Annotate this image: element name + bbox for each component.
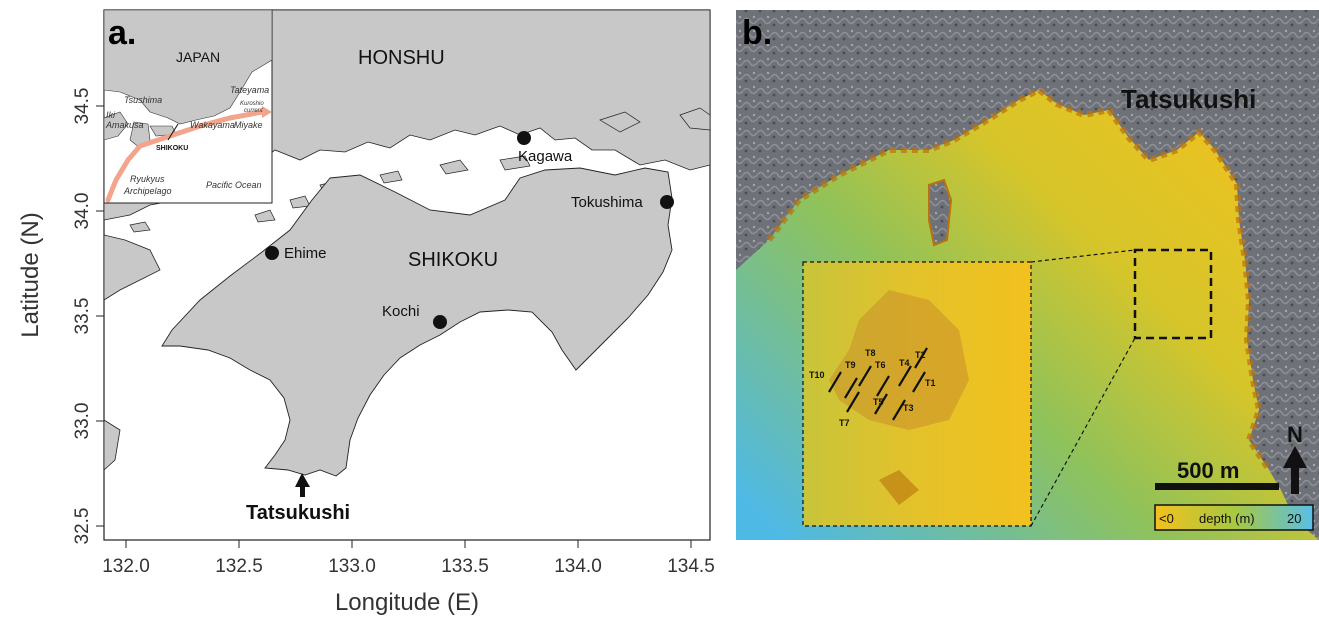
depth-legend-label: depth (m) bbox=[1199, 511, 1255, 526]
panel-a-map: HONSHU SHIKOKU Kagawa Tokushima Ehime Ko… bbox=[17, 9, 715, 616]
inset-wakayama-label: Wakayama bbox=[190, 120, 235, 130]
y-tick-label: 33.0 bbox=[72, 403, 93, 440]
north-label: N bbox=[1287, 422, 1303, 447]
transect-label: T7 bbox=[839, 418, 850, 428]
inset-miyake-label: Miyake bbox=[234, 120, 263, 130]
inset-kuroshio-label: Kuroshio bbox=[240, 101, 264, 107]
island bbox=[439, 159, 469, 175]
tatsukushi-place-label: Tatsukushi bbox=[1121, 84, 1256, 114]
inset-shikoku-label: SHIKOKU bbox=[156, 145, 188, 152]
island bbox=[254, 209, 276, 223]
transect-label: T8 bbox=[865, 348, 876, 358]
y-axis: 32.5 33.0 33.5 34.0 34.5 Latitude (N) bbox=[17, 88, 104, 545]
kagawa-label: Kagawa bbox=[518, 148, 573, 165]
x-tick-label: 132.0 bbox=[102, 556, 150, 577]
ehime-label: Ehime bbox=[284, 245, 327, 262]
island bbox=[129, 221, 151, 233]
selection-box bbox=[1133, 248, 1213, 340]
inset-japan-label: JAPAN bbox=[176, 49, 220, 65]
tokushima-marker bbox=[660, 195, 674, 209]
kochi-marker bbox=[433, 315, 447, 329]
transect-label: T2 bbox=[915, 350, 926, 360]
transect-label: T9 bbox=[845, 360, 856, 370]
y-axis-title: Latitude (N) bbox=[17, 212, 44, 337]
inset-current-label: current bbox=[244, 108, 263, 114]
honshu-label: HONSHU bbox=[358, 47, 445, 69]
panel-b-bathymetry: T10 T9 T8 T6 T4 T2 T1 T5 T3 T7 Tatsukush… bbox=[736, 10, 1319, 540]
ehime-marker bbox=[265, 246, 279, 260]
scale-bar bbox=[1155, 483, 1279, 490]
y-tick-label: 32.5 bbox=[72, 508, 93, 545]
tokushima-label: Tokushima bbox=[571, 194, 643, 211]
x-tick-label: 132.5 bbox=[215, 556, 263, 577]
y-tick-label: 34.0 bbox=[72, 193, 93, 230]
x-tick-label: 133.5 bbox=[441, 556, 489, 577]
scale-label: 500 m bbox=[1177, 458, 1239, 483]
island bbox=[499, 155, 531, 171]
island bbox=[379, 170, 403, 184]
panel-a-letter: a. bbox=[108, 14, 136, 52]
inset-ryukyus-label: Ryukyus bbox=[130, 174, 165, 184]
y-tick-label: 33.5 bbox=[72, 298, 93, 335]
kuroshio-current-path bbox=[105, 109, 265, 203]
inset-pacific-label: Pacific Ocean bbox=[206, 180, 262, 190]
depth-legend-max: 20 bbox=[1287, 511, 1301, 526]
kyushu-landmass bbox=[104, 234, 161, 301]
inset-amakusa-label: Amakusa bbox=[105, 120, 144, 130]
zoom-reef bbox=[879, 470, 919, 505]
bay-island bbox=[928, 178, 953, 247]
x-tick-label: 134.0 bbox=[554, 556, 602, 577]
zoom-reef bbox=[829, 290, 969, 430]
inset-tateyama-label: Tateyama bbox=[230, 85, 269, 95]
site-label: Tatsukushi bbox=[246, 502, 350, 524]
transect-label: T1 bbox=[925, 378, 936, 388]
x-tick-label: 133.0 bbox=[328, 556, 376, 577]
depth-legend-min: <0 bbox=[1159, 511, 1174, 526]
panel-b-letter: b. bbox=[742, 14, 772, 52]
transect-label: T5 bbox=[873, 397, 884, 407]
transect-label: T10 bbox=[809, 370, 825, 380]
inset-map: JAPAN Tsushima Iki Amakusa Tateyama Kuro… bbox=[103, 9, 273, 204]
y-tick-label: 34.5 bbox=[72, 88, 93, 125]
inset-pointer-icon bbox=[167, 123, 179, 141]
transect-label: T3 bbox=[903, 403, 914, 413]
kyushu-landmass bbox=[104, 419, 121, 471]
inset-tsushima-label: Tsushima bbox=[124, 95, 162, 105]
x-tick-label: 134.5 bbox=[667, 556, 715, 577]
site-arrow-icon bbox=[295, 473, 310, 497]
kochi-label: Kochi bbox=[382, 303, 420, 320]
kagawa-marker bbox=[517, 131, 531, 145]
reef-edge bbox=[766, 86, 1272, 472]
x-axis-title: Longitude (E) bbox=[335, 589, 479, 616]
north-arrow-icon bbox=[1283, 446, 1307, 494]
island bbox=[599, 111, 641, 133]
kuroshio-arrowhead-icon bbox=[262, 106, 272, 118]
inset-archipelago-label: Archipelago bbox=[123, 186, 172, 196]
island bbox=[679, 107, 710, 131]
transect-lines bbox=[828, 347, 928, 421]
depth-legend-bar bbox=[1154, 504, 1314, 531]
shikoku-label: SHIKOKU bbox=[408, 249, 498, 271]
inset-iki-label: Iki bbox=[106, 110, 116, 120]
transect-label: T4 bbox=[899, 358, 910, 368]
x-axis: 132.0 132.5 133.0 133.5 134.0 134.5 Long… bbox=[102, 540, 715, 616]
shikoku-landmass bbox=[161, 167, 673, 477]
transect-label: T6 bbox=[875, 360, 886, 370]
